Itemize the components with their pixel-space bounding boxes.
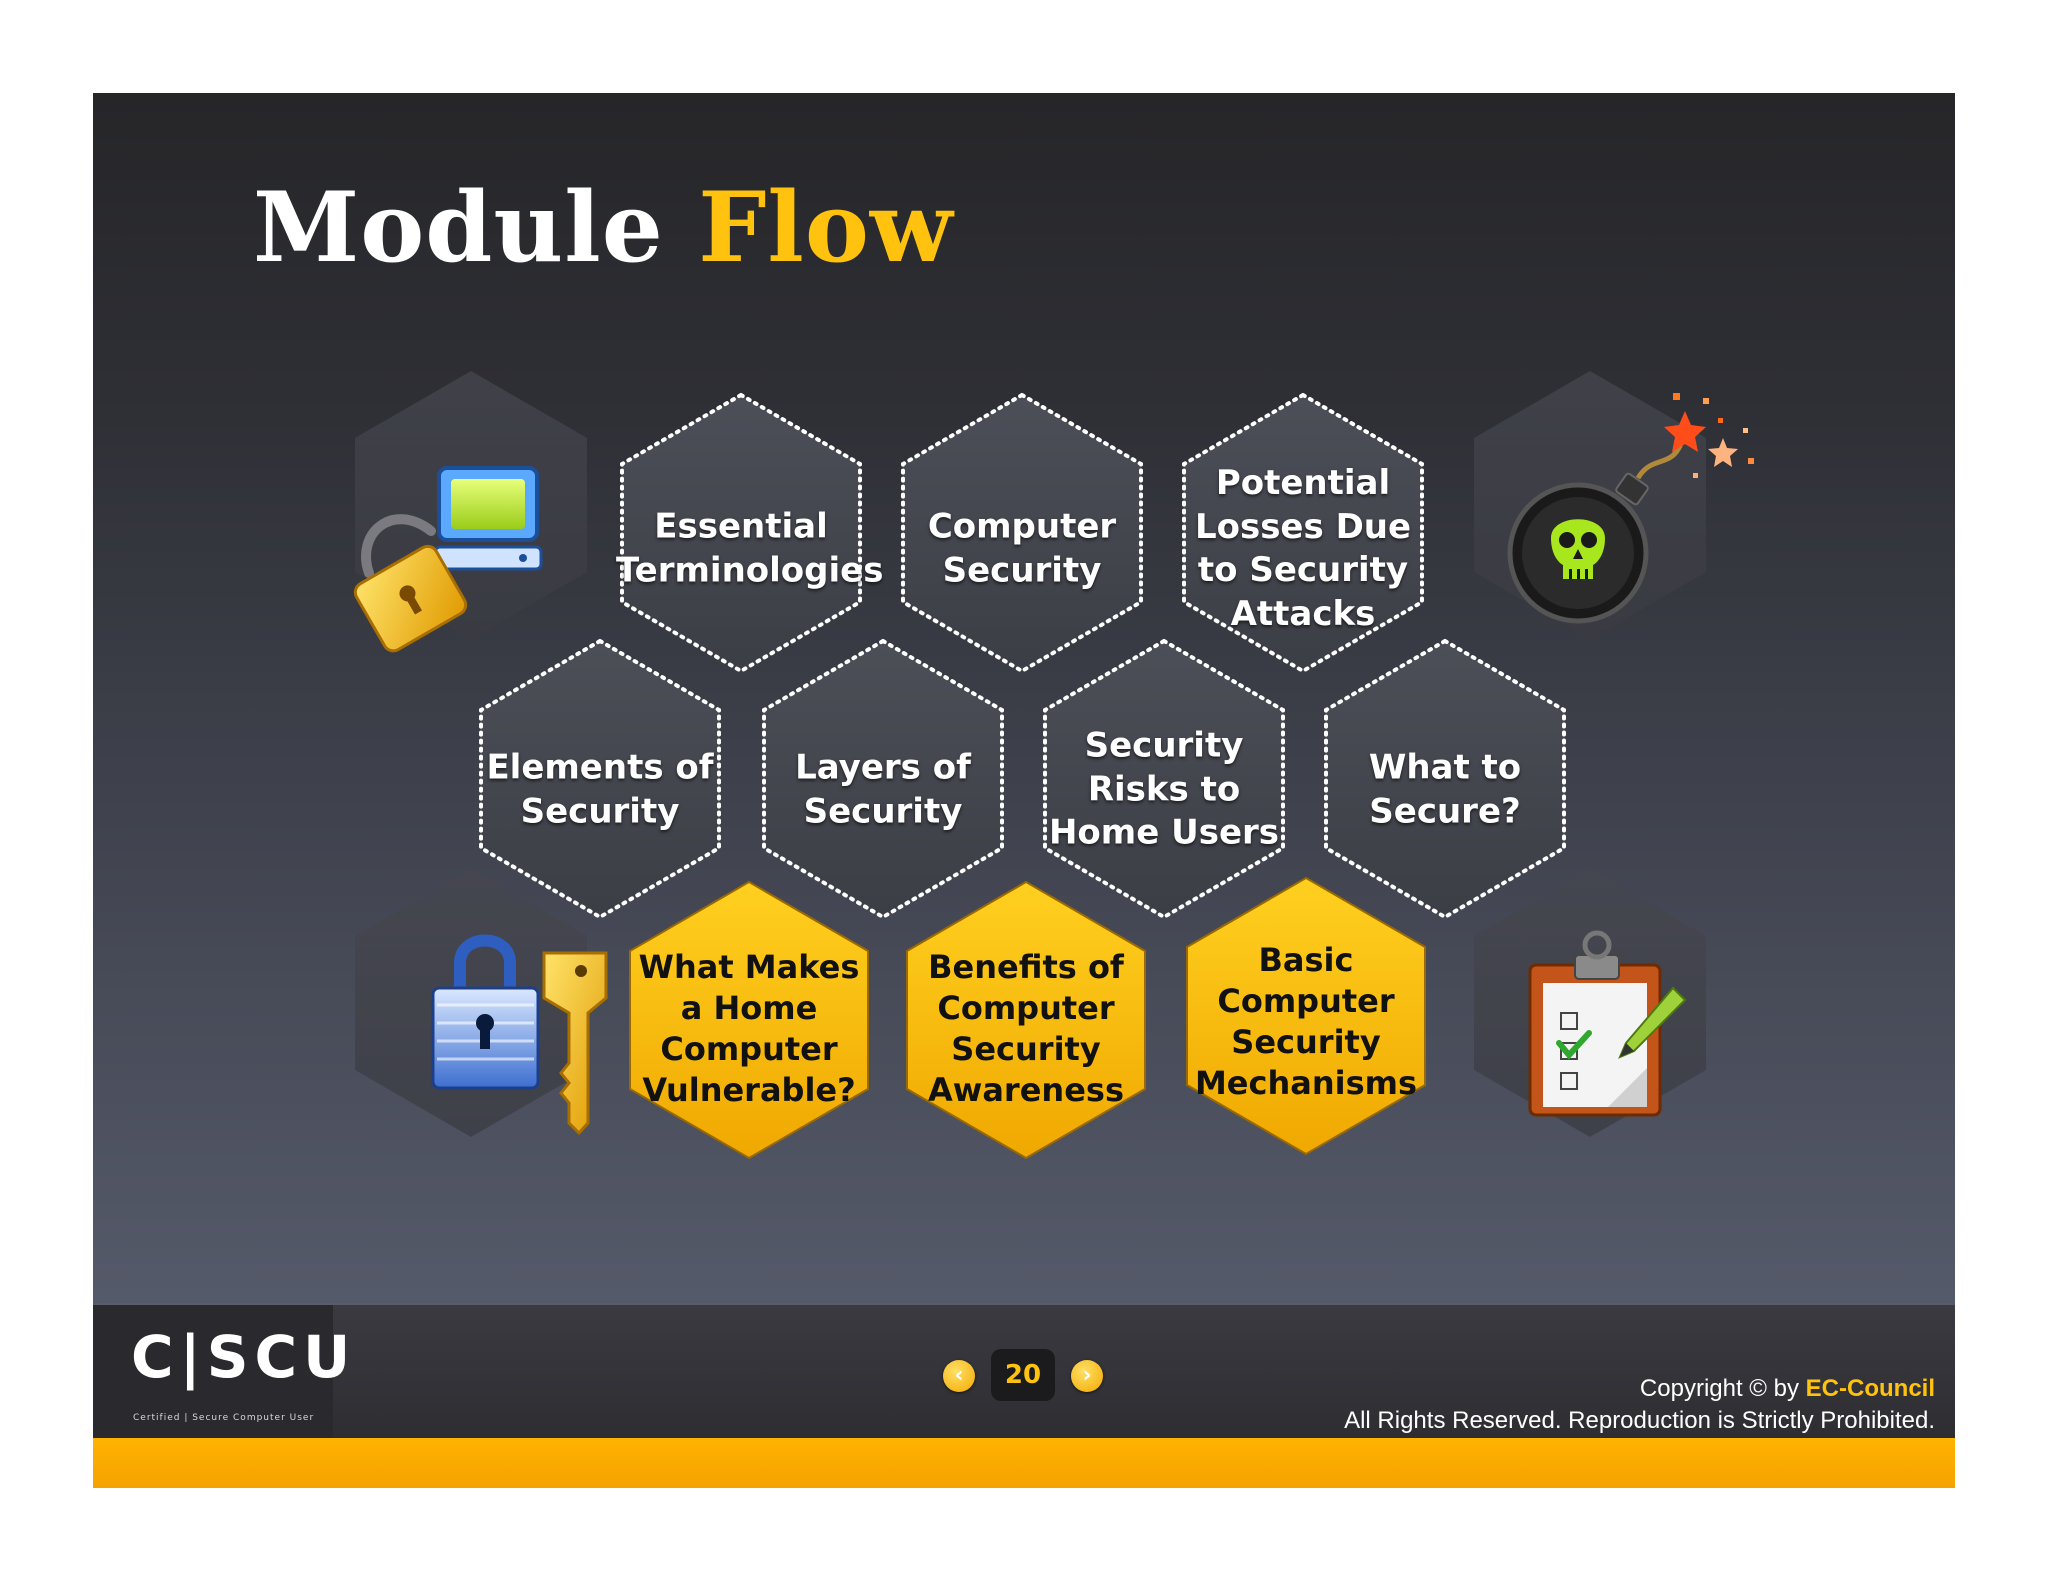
topic-label: Elements of Security: [486, 747, 714, 831]
slide: Module Flow: [93, 93, 1955, 1488]
copyright-prefix: Copyright © by: [1639, 1375, 1806, 1402]
cscu-logo: C|SCU Certified | Secure Computer User: [93, 1305, 350, 1440]
topic-hex-10[interactable]: [1186, 876, 1426, 1156]
topic-hex-7[interactable]: [1324, 638, 1566, 920]
title-main: Module: [253, 171, 664, 284]
title-accent: Flow: [698, 171, 954, 284]
skull-bomb-icon: [1507, 393, 1754, 624]
topic-label: Computer Security: [927, 506, 1117, 590]
logo-subtitle: Certified | Secure Computer User: [133, 1413, 315, 1423]
logo-text: C|SCU: [131, 1323, 357, 1391]
topic-hex-6[interactable]: [1043, 638, 1285, 920]
topic-label: Benefits of Computer Security Awareness: [928, 948, 1124, 1109]
topic-label: Basic Computer Security Mechanisms: [1194, 941, 1418, 1102]
checklist-clipboard-icon: [1528, 930, 1687, 1117]
topic-label: Security Risks to Home Users: [1048, 725, 1280, 853]
footer-accent-bar: [93, 1438, 1955, 1488]
topic-label: What to Secure?: [1368, 747, 1522, 831]
page-title: Module Flow: [253, 168, 953, 288]
topic-hex-2[interactable]: [901, 392, 1143, 674]
pager: ‹ 20 ›: [933, 1345, 1113, 1405]
copyright-line: Copyright © by EC-Council: [1640, 1375, 1935, 1403]
padlock-key-icon: [431, 934, 608, 1136]
chevron-left-icon[interactable]: ‹: [943, 1360, 975, 1392]
copyright-brand: EC-Council: [1805, 1375, 1935, 1402]
topic-label: What Makes a Home Computer Vulnerable?: [638, 948, 860, 1109]
topic-label: Essential Terminologies: [616, 506, 884, 590]
page-number: 20: [991, 1349, 1055, 1401]
topic-hex-1[interactable]: [620, 392, 862, 674]
topic-hex-9[interactable]: [906, 880, 1146, 1160]
padlock-computer-icon: [353, 466, 543, 653]
topic-label: Layers of Security: [795, 747, 971, 831]
topic-hex-5[interactable]: [762, 638, 1004, 920]
topic-hex-8[interactable]: [629, 880, 869, 1160]
rights-line: All Rights Reserved. Reproduction is Str…: [1344, 1407, 1935, 1434]
chevron-right-icon[interactable]: ›: [1071, 1360, 1103, 1392]
topic-label: Potential Losses Due to Security Attacks: [1194, 462, 1412, 634]
footer: C|SCU Certified | Secure Computer User ‹…: [93, 1303, 1955, 1440]
topic-hex-4[interactable]: [479, 638, 721, 920]
topic-hex-3[interactable]: [1182, 392, 1424, 674]
hex-grid: [353, 371, 1754, 1160]
